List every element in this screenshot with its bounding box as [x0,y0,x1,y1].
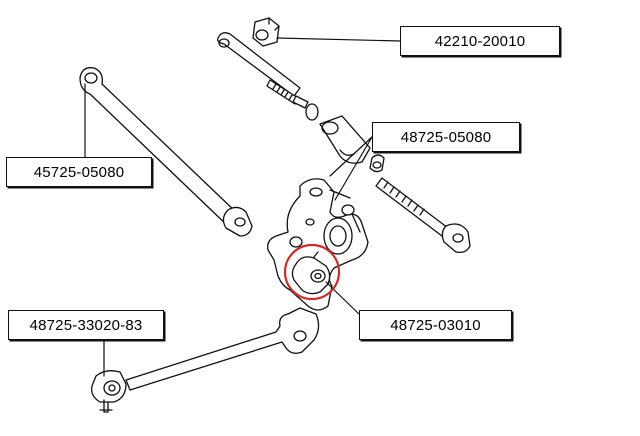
part-number-text: 48725-33020-83 [29,316,143,334]
lower-arm [91,307,320,413]
highlight-circle [283,243,341,301]
part-label-48725-05080: 48725-05080 [372,122,520,152]
lower-bushing [291,256,331,295]
part-label-48725-33020-83: 48725-33020-83 [8,310,164,340]
part-number-text: 45725-05080 [33,163,125,181]
right-rod [369,154,471,254]
upper-rod [216,32,309,109]
part-number-text: 42210-20010 [434,32,526,50]
part-number-text: 48725-05080 [400,128,492,146]
small-bushings [305,103,371,164]
part-label-45725-05080: 45725-05080 [6,157,152,187]
part-label-48725-03010: 48725-03010 [359,310,512,340]
left-long-arm [79,67,253,237]
leader-lines [84,37,401,377]
part-number-text: 48725-03010 [390,316,481,334]
top-bushing [252,17,280,47]
part-label-42210-20010: 42210-20010 [400,26,560,56]
